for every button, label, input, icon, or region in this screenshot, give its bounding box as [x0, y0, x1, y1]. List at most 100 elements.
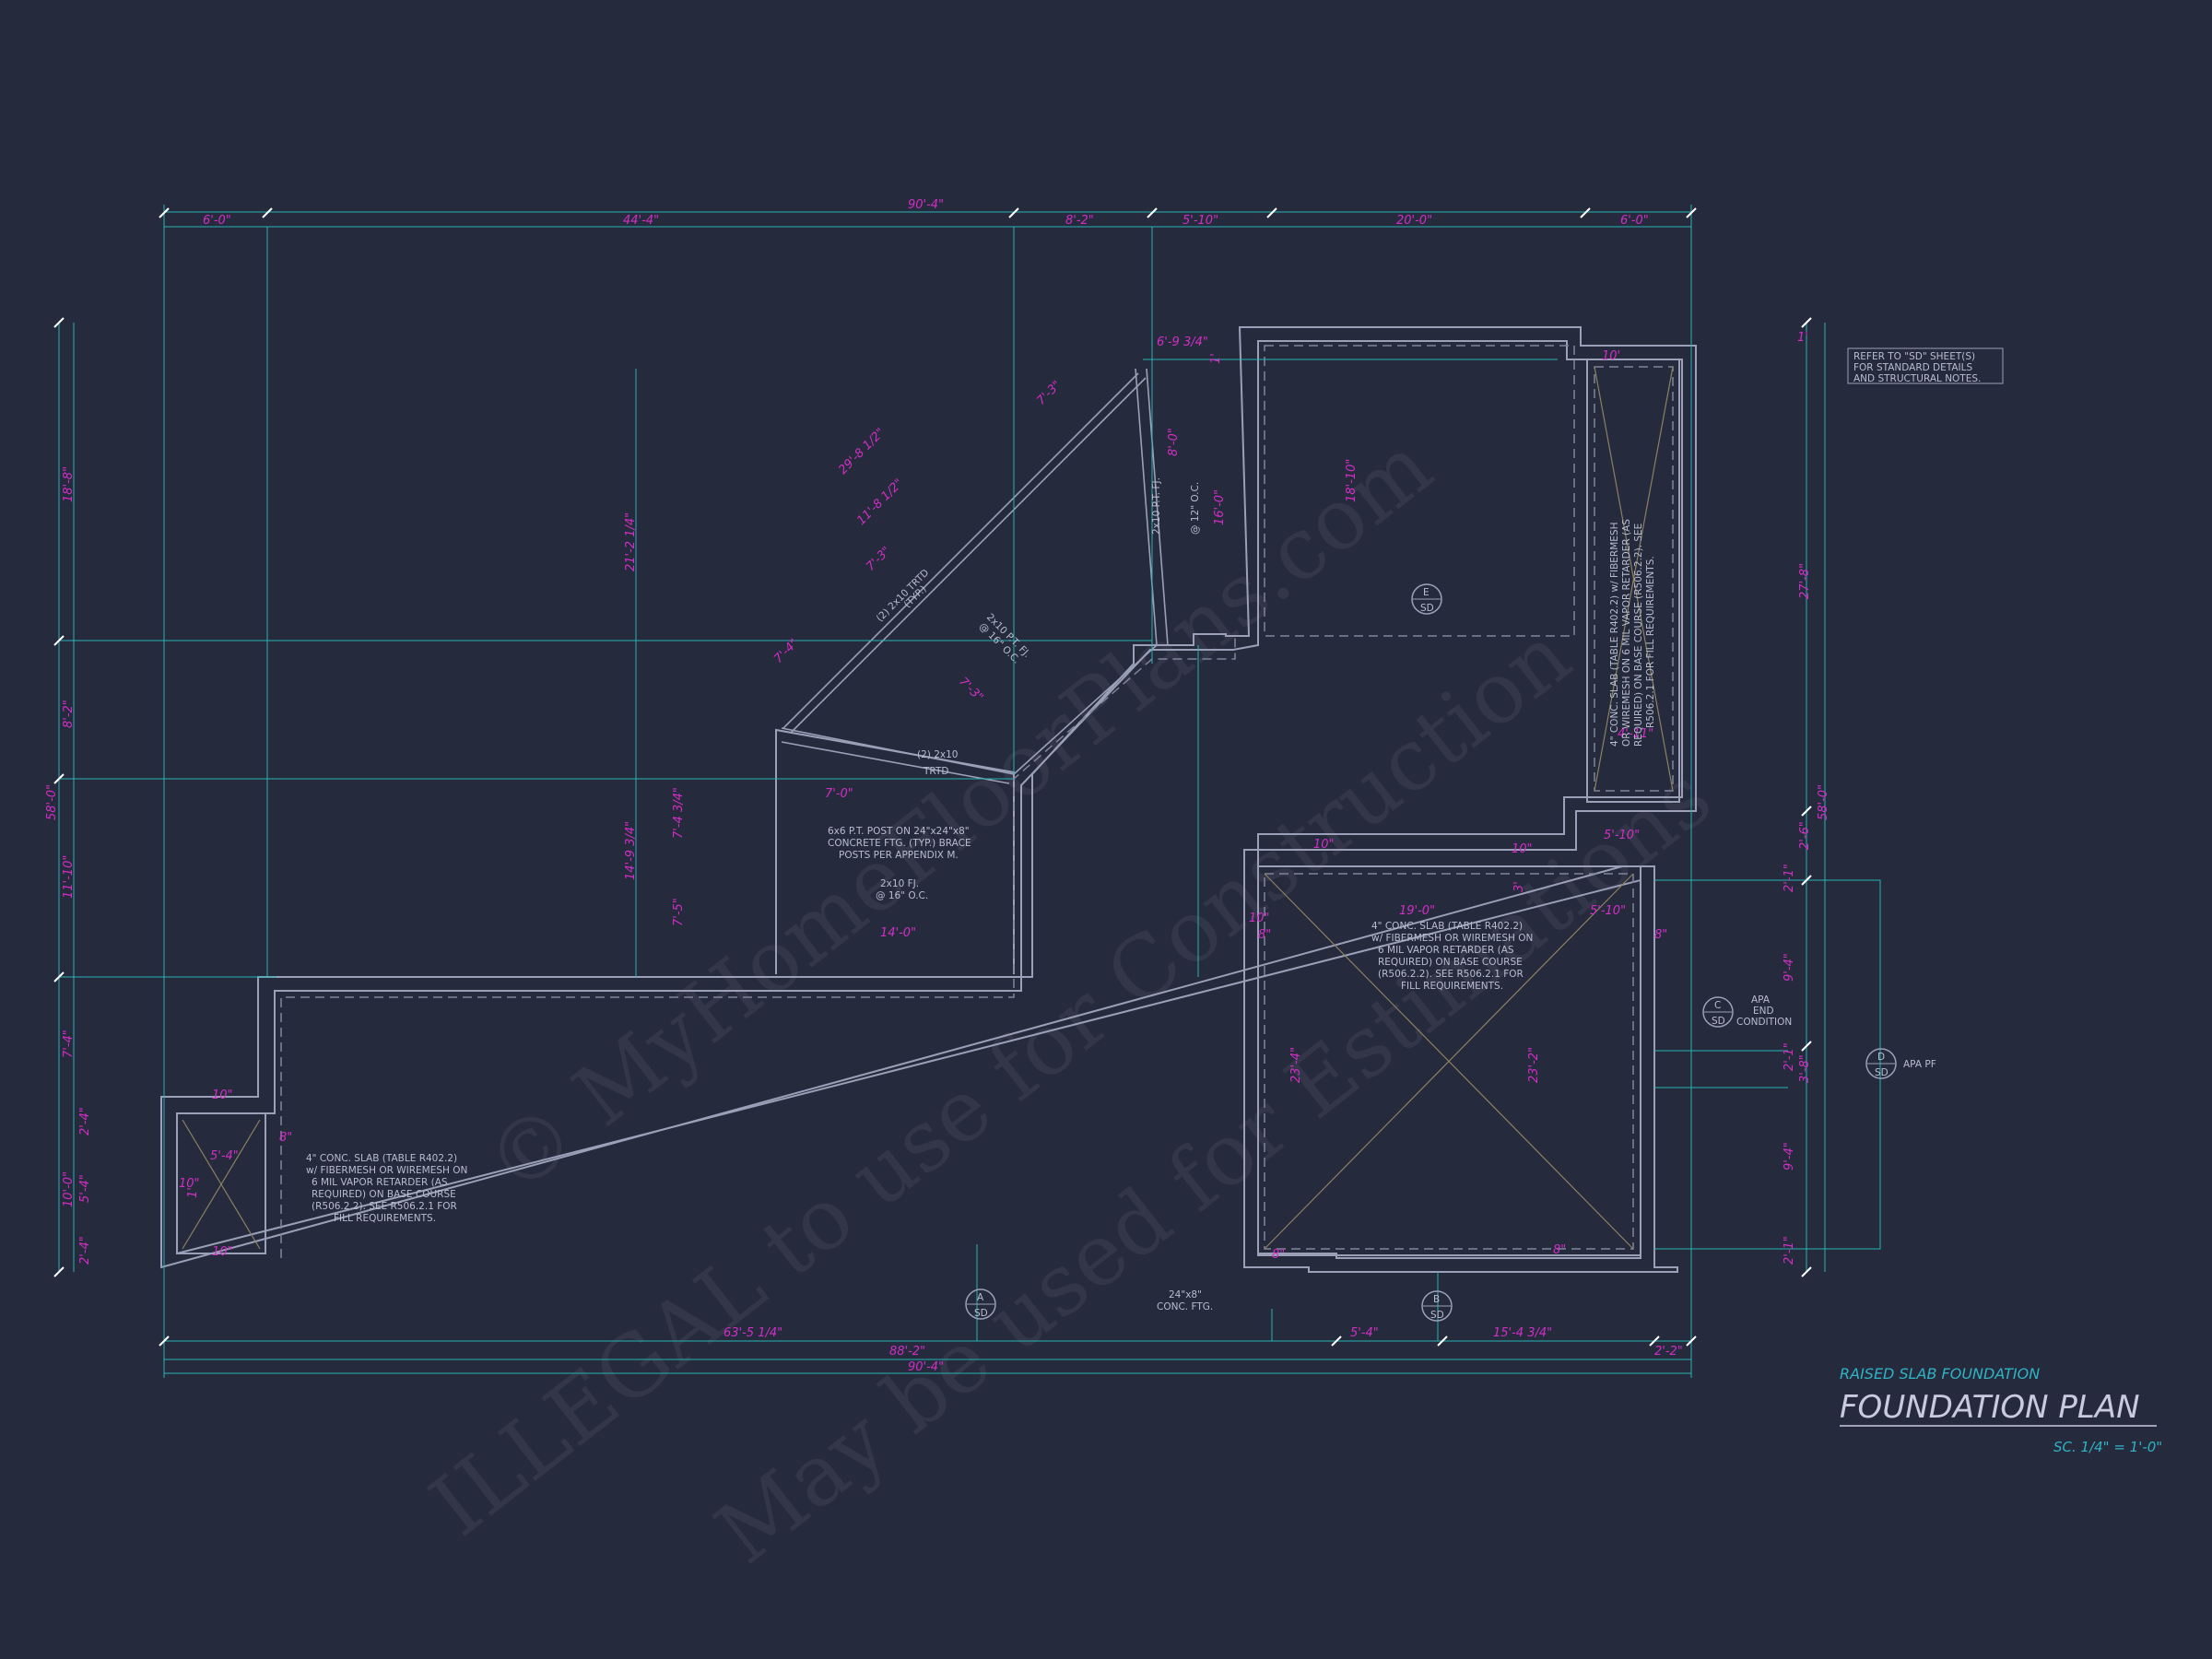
- slab-note-garage-2: w/ FIBERMESH OR WIREMESH ON: [1371, 933, 1533, 944]
- dim-g-19: 19'-0": [1399, 904, 1435, 918]
- slab-note-garage: 4" CONC. SLAB (TABLE R402.2) w/ FIBERMES…: [1371, 921, 1533, 992]
- general-note-line-3: AND STRUCTURAL NOTES.: [1853, 373, 1981, 384]
- dim-g-8d: 8": [1553, 1243, 1566, 1257]
- section-e-letter: E: [1423, 587, 1430, 598]
- dim-g-5-10: 5'-10": [1590, 904, 1626, 918]
- dim-g-3: 3': [1512, 881, 1526, 892]
- dim-p-5-4: 5'-4": [210, 1149, 239, 1163]
- section-b-sheet: SD: [1430, 1310, 1444, 1321]
- dim-p-10a: 10": [212, 1088, 233, 1102]
- dim-p-1: 1': [186, 1187, 200, 1198]
- dim-left-seg-3: 11'-10": [62, 855, 76, 899]
- slab-note-right-4: R506.2.1 FOR FILL REQUIREMENTS.: [1645, 556, 1656, 728]
- section-b-letter: B: [1433, 1294, 1440, 1305]
- title-block: RAISED SLAB FOUNDATION FOUNDATION PLAN S…: [1840, 1365, 2162, 1455]
- dim-w-4-11: 4'-11": [1618, 727, 1653, 741]
- dim-left-seg-5: 10'-0": [62, 1171, 76, 1207]
- dim-g-8a: 8": [1258, 928, 1271, 942]
- section-marker-a: A SD: [965, 1288, 996, 1320]
- dim-bottom-right: 2'-2": [1654, 1345, 1683, 1359]
- drawing-subtitle: RAISED SLAB FOUNDATION: [1840, 1365, 2040, 1382]
- joist-lower-2: @ 16" O.C.: [876, 890, 928, 901]
- dim-top-seg-6: 6'-0": [1620, 214, 1649, 228]
- apa-end-1: APA: [1751, 994, 1771, 1006]
- dim-v-left-2: 14'-9 3/4": [624, 821, 638, 880]
- dim-diag-a: 29'-8 1/2": [836, 426, 888, 477]
- dimension-lines: [58, 205, 1881, 1378]
- slab-diagonals: [182, 366, 1674, 1250]
- slab-note-right-3: REQUIRED) ON BASE COURSE (R506.2.2). SEE: [1633, 524, 1644, 747]
- dim-diag-c: 7'-3": [1034, 378, 1064, 407]
- dim-right-small-3: 2'-1": [1783, 1236, 1796, 1265]
- slab-note-left: 4" CONC. SLAB (TABLE R402.2) w/ FIBERMES…: [306, 1153, 467, 1224]
- foundation-outer-wall: [160, 326, 1697, 1273]
- apa-pf: APA PF: [1903, 1059, 1936, 1070]
- slab-note-left-4: REQUIRED) ON BASE COURSE: [312, 1189, 456, 1200]
- dim-right-seg-3: 9'-4": [1783, 953, 1796, 982]
- slab-note-left-2: w/ FIBERMESH OR WIREMESH ON: [306, 1165, 467, 1176]
- dim-v-8: 8'-0": [1167, 428, 1181, 456]
- dim-bottom-total-1: 88'-2": [889, 1345, 925, 1359]
- dim-top-small-2: 1': [1209, 353, 1223, 364]
- slab-note-right: 4" CONC. SLAB (TABLE R402.2) w/ FIBERMES…: [1609, 519, 1656, 747]
- section-c-letter: C: [1714, 1000, 1721, 1011]
- general-note-line-2: FOR STANDARD DETAILS: [1853, 362, 1972, 373]
- dim-small-10: 10': [1602, 349, 1620, 363]
- dim-v-mid: 18'-10": [1345, 459, 1359, 502]
- dim-g-23-4: 23'-4": [1289, 1047, 1303, 1083]
- dim-top-overall: 90'-4": [908, 198, 944, 212]
- joist-lower-1: 2x10 FJ.: [880, 878, 919, 889]
- dim-g-8c: 8": [1272, 1248, 1285, 1262]
- dim-w-5-10: 5'-10": [1604, 829, 1640, 842]
- joist-right-2: @ 12" O.C.: [1190, 482, 1201, 535]
- beam-b-1: (2) 2x10: [917, 749, 958, 760]
- dim-left-seg-4: 7'-4": [62, 1030, 76, 1058]
- garage-slab-box: [1257, 865, 1641, 1256]
- right-bay-box: [1586, 359, 1680, 803]
- section-d-sheet: SD: [1875, 1067, 1888, 1078]
- slab-note-left-5: (R506.2.2). SEE R506.2.1 FOR: [312, 1201, 457, 1212]
- slab-note-left-6: FILL REQUIREMENTS.: [334, 1213, 436, 1224]
- watermark: © MyHomeFloorPlans.com ILLEGAL to use fo…: [413, 417, 1729, 1583]
- dim-v-small: 7'-4 3/4": [672, 787, 686, 839]
- dim-g-10b: 10": [1512, 842, 1533, 856]
- dim-p-10c: 10": [179, 1177, 200, 1191]
- dim-v-16: 16'-0": [1213, 489, 1227, 525]
- framed-deck: [781, 368, 1169, 784]
- apa-end-2: END: [1753, 1006, 1774, 1017]
- dim-right-top: 1': [1797, 331, 1808, 345]
- dim-left-overall: 58'-0": [45, 784, 59, 820]
- dim-g-10a: 10": [1313, 838, 1335, 852]
- dim-v-small-2: 7'-5": [672, 898, 686, 926]
- section-marker-d: D SD: [1865, 1048, 1897, 1079]
- dim-top-seg-3: 8'-2": [1065, 214, 1094, 228]
- post-note-3: POSTS PER APPENDIX M.: [839, 850, 959, 861]
- joist-right-1: 2x10 P.T. FJ.: [1151, 477, 1162, 535]
- dim-h-14: 14'-0": [880, 926, 916, 940]
- dim-g-8b: 8": [1654, 928, 1667, 942]
- post-note-2: CONCRETE FTG. (TYP.) BRACE: [828, 838, 971, 849]
- dimension-ticks: [53, 207, 1812, 1347]
- dim-diag-e: 7'-3": [864, 544, 893, 573]
- dim-bottom-seg-2: 5'-4": [1350, 1326, 1379, 1340]
- section-marker-b: B SD: [1421, 1290, 1453, 1322]
- dim-diag-f: 7'-3": [956, 675, 985, 704]
- foundation-walls: [160, 326, 1697, 1273]
- slab-note-garage-3: 6 MIL VAPOR RETARDER (AS: [1378, 945, 1514, 956]
- dim-left-seg-1: 18'-8": [62, 466, 76, 502]
- dim-v-left: 21'-2 1/4": [624, 512, 638, 571]
- post-note: 6x6 P.T. POST ON 24"x24"x8" CONCRETE FTG…: [828, 826, 971, 861]
- dim-p-8: 8": [279, 1131, 292, 1145]
- dim-left-small-2: 5'-4": [78, 1174, 92, 1203]
- post-note-1: 6x6 P.T. POST ON 24"x24"x8": [828, 826, 970, 837]
- dim-right-small-2: 2'-1": [1783, 1042, 1796, 1071]
- dim-left-small-3: 2'-4": [78, 1236, 92, 1265]
- dim-left-small-1: 2'-4": [78, 1107, 92, 1135]
- slab-note-right-2: OR WIREMESH ON 6 MIL VAPOR RETARDER (AS: [1621, 519, 1632, 747]
- apa-end-3: CONDITION: [1736, 1017, 1792, 1028]
- dim-right-seg-2: 2'-6": [1798, 821, 1812, 850]
- dim-bottom-seg-1: 63'-5 1/4": [724, 1326, 782, 1340]
- section-a-sheet: SD: [974, 1308, 988, 1319]
- section-c-sheet: SD: [1712, 1016, 1725, 1027]
